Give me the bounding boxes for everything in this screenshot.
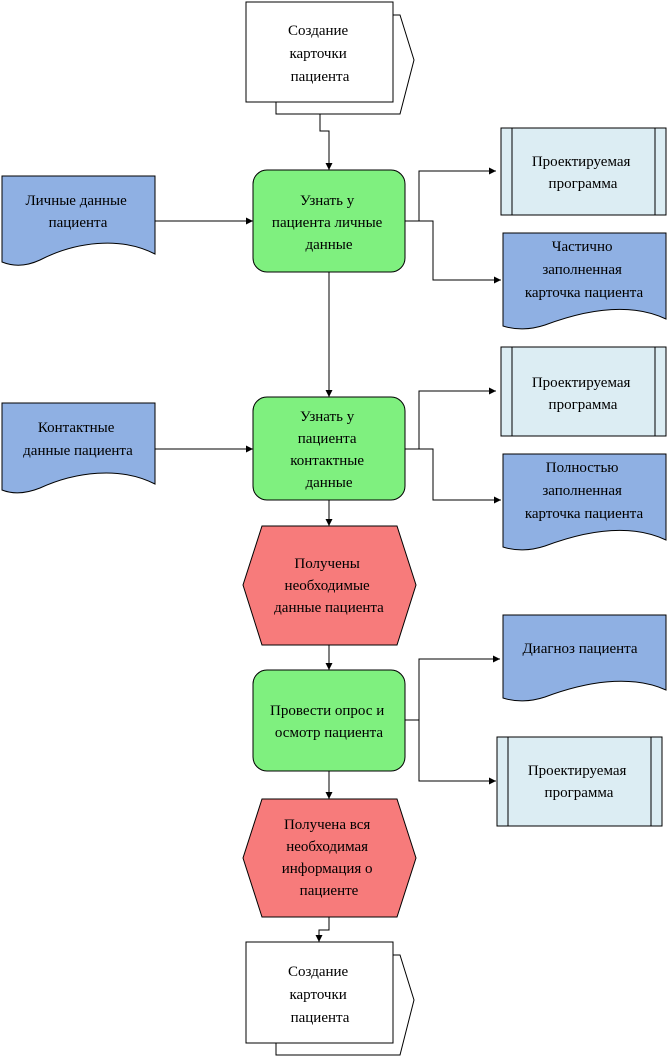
svg-text:Диагноз пациента: Диагноз пациента [522,641,637,657]
connector-personal-to-partial [405,220,501,284]
svg-text:Узнать у пациента личные: Узнать у пациента личные данные [272,193,386,253]
event-info-line: Получена вся [284,817,370,833]
system-3-line: Проектируемая [528,763,627,779]
svg-text:Полностью заполненная: Полностью заполненная карточка пациента [525,460,644,522]
end-interface-line: пациента [291,1010,350,1026]
system-program-3: Проектируемая программа [496,736,663,827]
input-contact-line: данные пациента [23,443,133,459]
start-process-interface: Создание карточки пациента [245,1,415,115]
end-process-interface: Создание карточки пациента [245,941,415,1056]
event-data-line: необходимые [285,578,370,594]
event-data-line: Получены [294,556,359,572]
svg-text:Получены необходимые: Получены необходимые данные пациента [274,556,384,616]
connector-start-to-personal [319,114,333,170]
end-interface-line: Создание [288,964,349,980]
input-personal-line: пациента [49,215,108,231]
end-interface-line: карточки [289,987,346,1003]
function-contact-line: Узнать у [300,409,355,425]
svg-text:Провести опрос и осмотр: Провести опрос и осмотр пациента [270,703,388,741]
function-contact-line: пациента [298,431,357,447]
svg-text:Создание карточки: Создание карточки пациента [288,964,352,1026]
svg-text:Частично заполненная: Частично заполненная карточка пациента [525,239,644,301]
connector-contact-to-system-2 [405,387,496,450]
connector-personal-to-system-1 [405,167,496,222]
event-info-line: информация о [282,861,373,877]
system-1-line: Проектируемая [532,154,631,170]
function-personal-line: данные [305,237,352,253]
svg-text:Контактные данные пациен: Контактные данные пациента [23,420,133,459]
output-document-diagnosis: Диагноз пациента [502,614,667,702]
function-contact-data: Узнать у пациента контактные данные [252,396,406,501]
output-full-line: карточка пациента [525,506,644,522]
svg-text:Проектируемая программа: Проектируемая программа [532,154,634,192]
svg-text:Узнать у пациента: Узнать у пациента контактные данные [290,409,368,491]
function-personal-data: Узнать у пациента личные данные [252,169,406,273]
connectors [155,114,501,942]
event-info-received: Получена вся необходимая информация о па… [242,798,417,918]
input-personal-line: Личные данные [25,193,127,209]
function-exam: Провести опрос и осмотр пациента [252,669,406,772]
function-exam-line: Провести опрос и [270,703,384,719]
system-1-line: программа [549,176,618,192]
function-personal-line: Узнать у [300,193,355,209]
system-program-2: Проектируемая программа [500,346,667,437]
system-3-line: программа [545,785,614,801]
output-document-full-card: Полностью заполненная карточка пациента [502,453,667,551]
event-data-line: данные пациента [274,600,384,616]
event-data-received: Получены необходимые данные пациента [242,525,417,646]
svg-text:Проектируемая программа: Проектируемая программа [528,763,630,801]
function-personal-line: пациента личные [272,215,383,231]
output-partial-line: Частично [552,239,613,255]
function-exam-line: осмотр пациента [275,725,383,741]
start-interface-line: Создание [288,23,349,39]
connector-exam-to-system-3 [405,719,496,785]
svg-text:Создание карточки: Создание карточки пациента [288,23,352,85]
system-2-line: Проектируемая [532,375,631,391]
output-document-partial-card: Частично заполненная карточка пациента [502,232,667,330]
input-document-contact: Контактные данные пациента [1,402,156,494]
event-info-line: пациенте [300,883,359,899]
svg-text:Проектируемая программа: Проектируемая программа [532,375,634,413]
input-contact-line: Контактные [38,420,115,436]
svg-text:Получена вся необходимая: Получена вся необходимая информация о па… [282,817,377,899]
output-partial-line: карточка пациента [525,285,644,301]
output-full-line: Полностью [546,460,619,476]
connector-exam-to-diagnosis [405,655,500,721]
start-interface-line: пациента [291,69,350,85]
event-info-line: необходимая [286,839,368,855]
output-full-line: заполненная [542,483,622,499]
system-program-1: Проектируемая программа [500,127,667,216]
output-partial-line: заполненная [542,262,622,278]
start-interface-line: карточки [289,46,346,62]
connector-contact-to-full [405,448,501,504]
function-contact-line: контактные [290,453,364,469]
system-2-line: программа [549,397,618,413]
function-contact-line: данные [305,475,352,491]
svg-text:Личные данные пациента: Личные данные пациента [25,193,130,231]
output-diagnosis-line: Диагноз пациента [522,641,637,657]
input-document-personal: Личные данные пациента [1,175,156,266]
connector-event-info-to-end [315,917,330,942]
